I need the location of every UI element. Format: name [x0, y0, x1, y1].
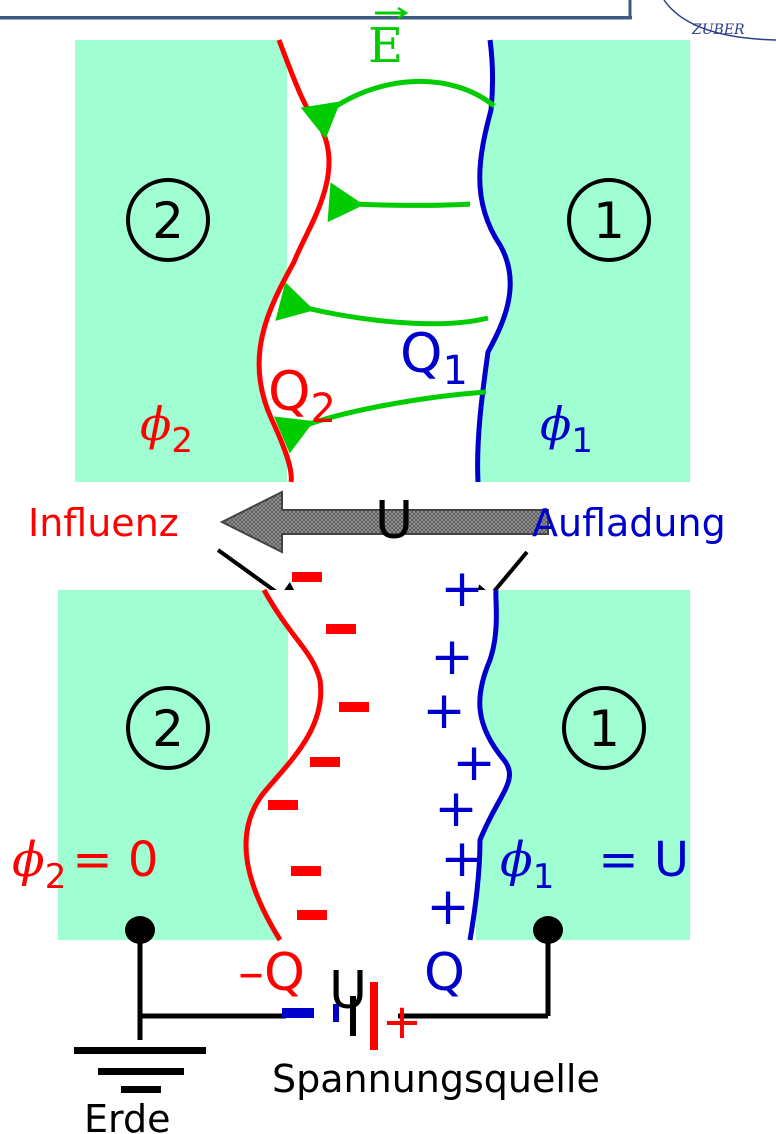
charge-neg-q: –Q — [238, 943, 305, 1003]
surface-blue-top — [475, 39, 513, 483]
conductor-1-circle-top — [567, 178, 651, 262]
bottom-diagram: + + + + + + + 2 1 ϕ2= 0 ϕ1= U — [12, 559, 690, 942]
potential-phi2-bottom: ϕ2= 0 — [12, 832, 158, 897]
svg-text:+: + — [430, 627, 474, 687]
charge-q2: Q2 — [268, 360, 336, 432]
conductor-1-label-top: 1 — [593, 192, 625, 250]
charge-q1: Q1 — [400, 322, 468, 394]
conductor-1-circle-bottom — [562, 686, 646, 770]
circuit: + –Q Q U Spannungsquelle Erde — [74, 916, 600, 1134]
source-minus-terminal — [282, 1008, 314, 1018]
university-seal: ZUBER — [663, 0, 776, 41]
svg-text:ZUBER: ZUBER — [691, 22, 745, 38]
field-label-text: E — [368, 18, 403, 74]
ground-symbol — [74, 1047, 206, 1093]
svg-text:+: + — [452, 733, 496, 793]
influence-label: Influenz — [28, 501, 179, 545]
conductor-1-label-bottom: 1 — [588, 700, 620, 758]
svg-text:+: + — [440, 829, 484, 889]
battery-plate-short — [350, 996, 356, 1036]
svg-text:+: + — [422, 681, 466, 741]
potential-phi2-top: ϕ2 — [140, 397, 193, 461]
surface-blue-bottom — [467, 589, 512, 941]
potential-phi1-bottom: ϕ1= U — [500, 832, 689, 897]
conductor-2-label-top: 2 — [152, 192, 184, 250]
conductor-2-label-bottom: 2 — [152, 700, 184, 758]
svg-text:+: + — [434, 779, 478, 839]
transition-arrow: U Influenz Aufladung — [28, 490, 726, 620]
svg-text:+: + — [426, 877, 470, 937]
source-voltage-label: U — [329, 961, 367, 1021]
charging-label: Aufladung — [532, 501, 726, 545]
conductor-2-circle-top — [126, 178, 210, 262]
surface-red-bottom — [243, 588, 324, 942]
field-label: E — [368, 6, 409, 74]
top-diagram: E 2 1 Q2 Q1 ϕ2 ϕ1 — [75, 6, 690, 483]
source-plus-sign: + — [382, 994, 422, 1050]
header-bar — [0, 0, 632, 20]
positive-charges: + + + + + + + — [422, 559, 496, 937]
ground-label: Erde — [84, 1097, 170, 1134]
svg-text:+: + — [440, 559, 484, 619]
source-label: Spannungsquelle — [272, 1057, 600, 1101]
charge-pos-q: Q — [424, 943, 465, 1003]
negative-charges — [268, 572, 369, 920]
voltage-label-middle: U — [375, 491, 413, 551]
field-lines — [273, 78, 496, 454]
conductor-2-top — [75, 40, 287, 482]
potential-phi1-top: ϕ1 — [540, 397, 593, 461]
battery-plate-long — [370, 982, 378, 1050]
conductor-2-circle-bottom — [126, 686, 210, 770]
conductor-1-bottom — [476, 590, 690, 940]
conductor-1-top — [480, 40, 690, 482]
